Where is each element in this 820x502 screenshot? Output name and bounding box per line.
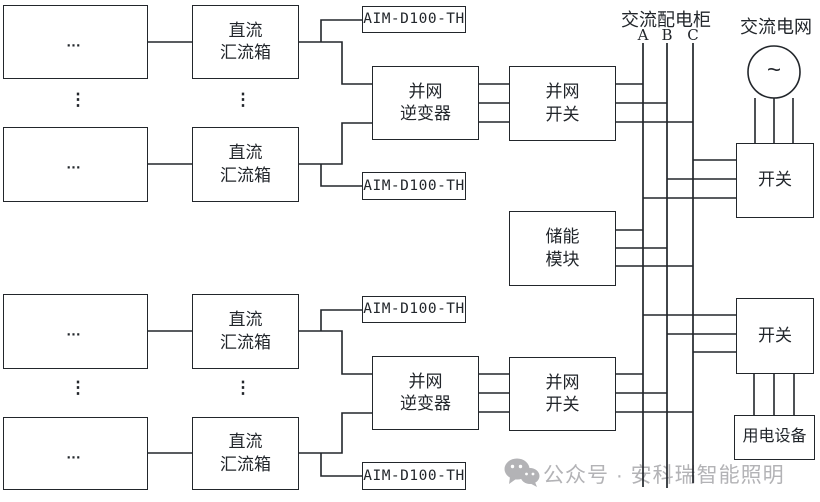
watermark-text: 公众号 · 安科瑞智能照明 [543,464,785,487]
ac-wiring [479,83,795,415]
grid-tie-switch-label: 并网 [545,372,580,392]
meter-label: AIM-D100-TH [363,467,465,484]
inverter-label: 逆变器 [400,394,451,413]
combiner-label: 直流 [228,310,263,330]
inverter-label: 并网 [408,371,443,391]
meter-box-4: AIM-D100-TH [362,462,466,490]
pv-dots-h: … [66,33,82,51]
combiner-label: 汇流箱 [220,454,271,474]
inverter-box-2: 并网 逆变器 [372,356,479,430]
phase-label-a: A [637,26,649,44]
pv-dots-h: … [66,445,82,463]
repeat-dots: ⋮ [234,90,252,109]
combiner-label: 汇流箱 [220,43,271,62]
pv-array-box-2: … [3,127,148,202]
meter-box-2: AIM-D100-TH [362,172,466,200]
inverter-label: 逆变器 [400,104,451,123]
pv-array-box-4: … [3,417,148,490]
pv-array-box-3: … [3,294,148,369]
inverter-label: 并网 [408,81,443,101]
meter-label: AIM-D100-TH [363,11,465,28]
ac-cabinet-label: 交流配电柜 [621,10,711,30]
storage-label: 储能 [545,227,580,247]
grid-tie-switch-label: 开关 [545,395,580,414]
combiner-label: 汇流箱 [220,165,271,185]
bus-lines [642,43,694,488]
ac-symbol: ~ [766,56,782,84]
pv-array-box-1: … [3,5,148,79]
phase-label-c: C [687,26,699,44]
switch-box-load: 开关 [736,298,814,374]
combiner-label: 直流 [228,143,263,163]
repeat-dots: ⋮ [69,90,87,109]
storage-label: 模块 [545,249,580,269]
repeat-dots: ⋮ [69,378,87,397]
switch-label: 开关 [758,325,792,345]
grid-tie-switch-box-1: 并网 开关 [509,66,616,141]
pv-dots-h: … [66,322,82,340]
dc-combiner-box-4: 直流 汇流箱 [192,417,299,490]
grid-tie-switch-label: 并网 [545,82,580,102]
storage-module-box: 储能 模块 [509,211,616,286]
dc-combiner-box-2: 直流 汇流箱 [192,127,299,202]
combiner-label: 直流 [228,20,263,40]
meter-box-1: AIM-D100-TH [362,6,466,33]
meter-box-3: AIM-D100-TH [362,296,466,323]
grid-tie-switch-box-2: 并网 开关 [509,357,616,431]
dc-wiring [148,19,372,477]
pv-array-graphic [9,19,139,473]
ac-grid-source-icon [747,45,801,99]
load-label: 用电设备 [742,428,807,446]
switch-label: 开关 [758,170,792,190]
combiner-label: 直流 [228,432,263,452]
combiner-label: 汇流箱 [220,332,271,352]
meter-label: AIM-D100-TH [363,301,465,318]
grid-tie-switch-label: 开关 [545,104,580,124]
load-box: 用电设备 [734,415,815,460]
dc-combiner-box-1: 直流 汇流箱 [192,5,299,79]
ac-grid-label: 交流电网 [740,17,812,37]
wechat-icon [504,458,540,487]
repeat-dots: ⋮ [234,378,252,397]
inverter-box-1: 并网 逆变器 [372,66,479,140]
pv-dots-h: … [66,155,82,173]
meter-label: AIM-D100-TH [363,177,465,194]
switch-box-grid: 开关 [736,143,814,218]
dc-combiner-box-3: 直流 汇流箱 [192,294,299,369]
phase-label-b: B [661,26,673,44]
